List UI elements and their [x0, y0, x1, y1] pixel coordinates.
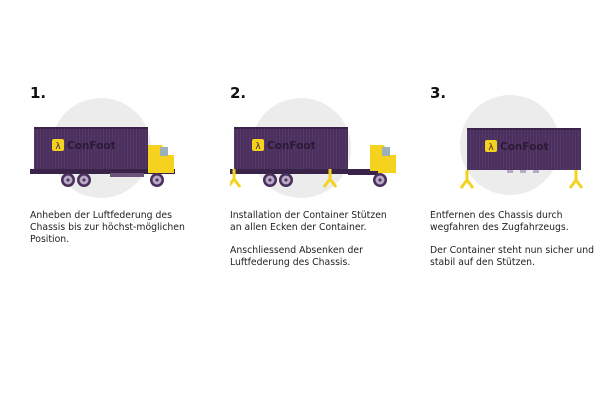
description-line: Entfernen des Chassis durch wegfahren de…: [430, 210, 569, 233]
chassis: [30, 169, 175, 174]
step-description: Anheben der Luftfederung des Chassis bis…: [30, 210, 200, 257]
step-number: 2.: [230, 84, 247, 102]
step-1: 1. ConFoot Anheben der Luftfederung des …: [30, 0, 230, 400]
wheel-icon: [61, 173, 75, 187]
step-2: 2. ConFoot Installation der Container St…: [230, 0, 430, 400]
brand-logo-text: ConFoot: [267, 140, 316, 152]
wheel-icon: [279, 173, 293, 187]
description-line: Installation der Container Stützen an al…: [230, 210, 387, 233]
step-number: 3.: [430, 84, 447, 102]
wheel-icon: [150, 173, 164, 187]
wheel-icon: [373, 173, 387, 187]
truck-stands-illustration: ConFoot: [230, 98, 396, 198]
wheel-icon: [77, 173, 91, 187]
description-line: Anheben der Luftfederung des Chassis bis…: [30, 210, 185, 245]
step-description: Installation der Container Stützen an al…: [230, 210, 400, 280]
step-3: 3. ConFoot Entfernen des Chassis durch w…: [430, 0, 600, 400]
description-line: Anschliessend Absenken der Luftfederung …: [230, 245, 363, 268]
container-standing-illustration: ConFoot: [459, 95, 584, 195]
brand-logo-text: ConFoot: [500, 141, 549, 153]
brand-logo-text: ConFoot: [67, 140, 116, 152]
container-stand-icon: [568, 168, 584, 190]
step-number: 1.: [30, 84, 47, 102]
wheel-icon: [263, 173, 277, 187]
step-description: Entfernen des Chassis durch wegfahren de…: [430, 210, 600, 280]
description-line: Der Container steht nun sicher und stabi…: [430, 245, 594, 268]
truck-cab: [148, 145, 174, 173]
truck-cab: [370, 145, 396, 173]
truck-raised-illustration: ConFoot: [30, 98, 175, 198]
